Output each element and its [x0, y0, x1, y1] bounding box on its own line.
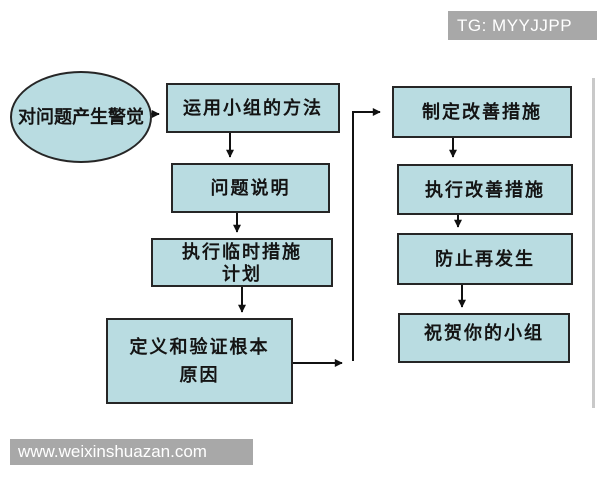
node-label: 防止再发生	[435, 249, 535, 269]
node-problem-description: 问题说明	[171, 163, 330, 213]
node-develop-improvement-measures: 制定改善措施	[392, 86, 572, 138]
node-prevent-recurrence: 防止再发生	[397, 233, 573, 285]
node-label: 制定改善措施	[422, 102, 542, 122]
start-node-label: 对问题产生警觉	[18, 107, 144, 127]
tg-watermark-text: TG: MYYJJPP	[457, 15, 573, 35]
node-label: 祝贺你的小组	[424, 323, 544, 343]
site-watermark-text: www.weixinshuazan.com	[18, 442, 207, 461]
node-label: 运用小组的方法	[183, 98, 323, 118]
site-watermark-bar: www.weixinshuazan.com	[10, 439, 253, 465]
node-label: 定义和验证根本 原因	[129, 337, 270, 385]
right-edge-divider	[592, 78, 595, 408]
node-label: 问题说明	[210, 178, 291, 198]
node-implement-improvement-measures: 执行改善措施	[397, 164, 573, 215]
node-label: 执行改善措施	[425, 179, 545, 200]
node-label: 执行临时措施 计划	[182, 241, 302, 284]
tg-watermark-badge: TG: MYYJJPP	[448, 11, 597, 40]
node-use-team-method: 运用小组的方法	[166, 83, 340, 133]
start-node-alert-to-problem: 对问题产生警觉	[10, 71, 152, 163]
node-congratulate-team: 祝贺你的小组	[398, 313, 570, 363]
node-define-verify-root-cause: 定义和验证根本 原因	[106, 318, 293, 404]
node-implement-interim-measures-plan: 执行临时措施 计划	[151, 238, 333, 287]
